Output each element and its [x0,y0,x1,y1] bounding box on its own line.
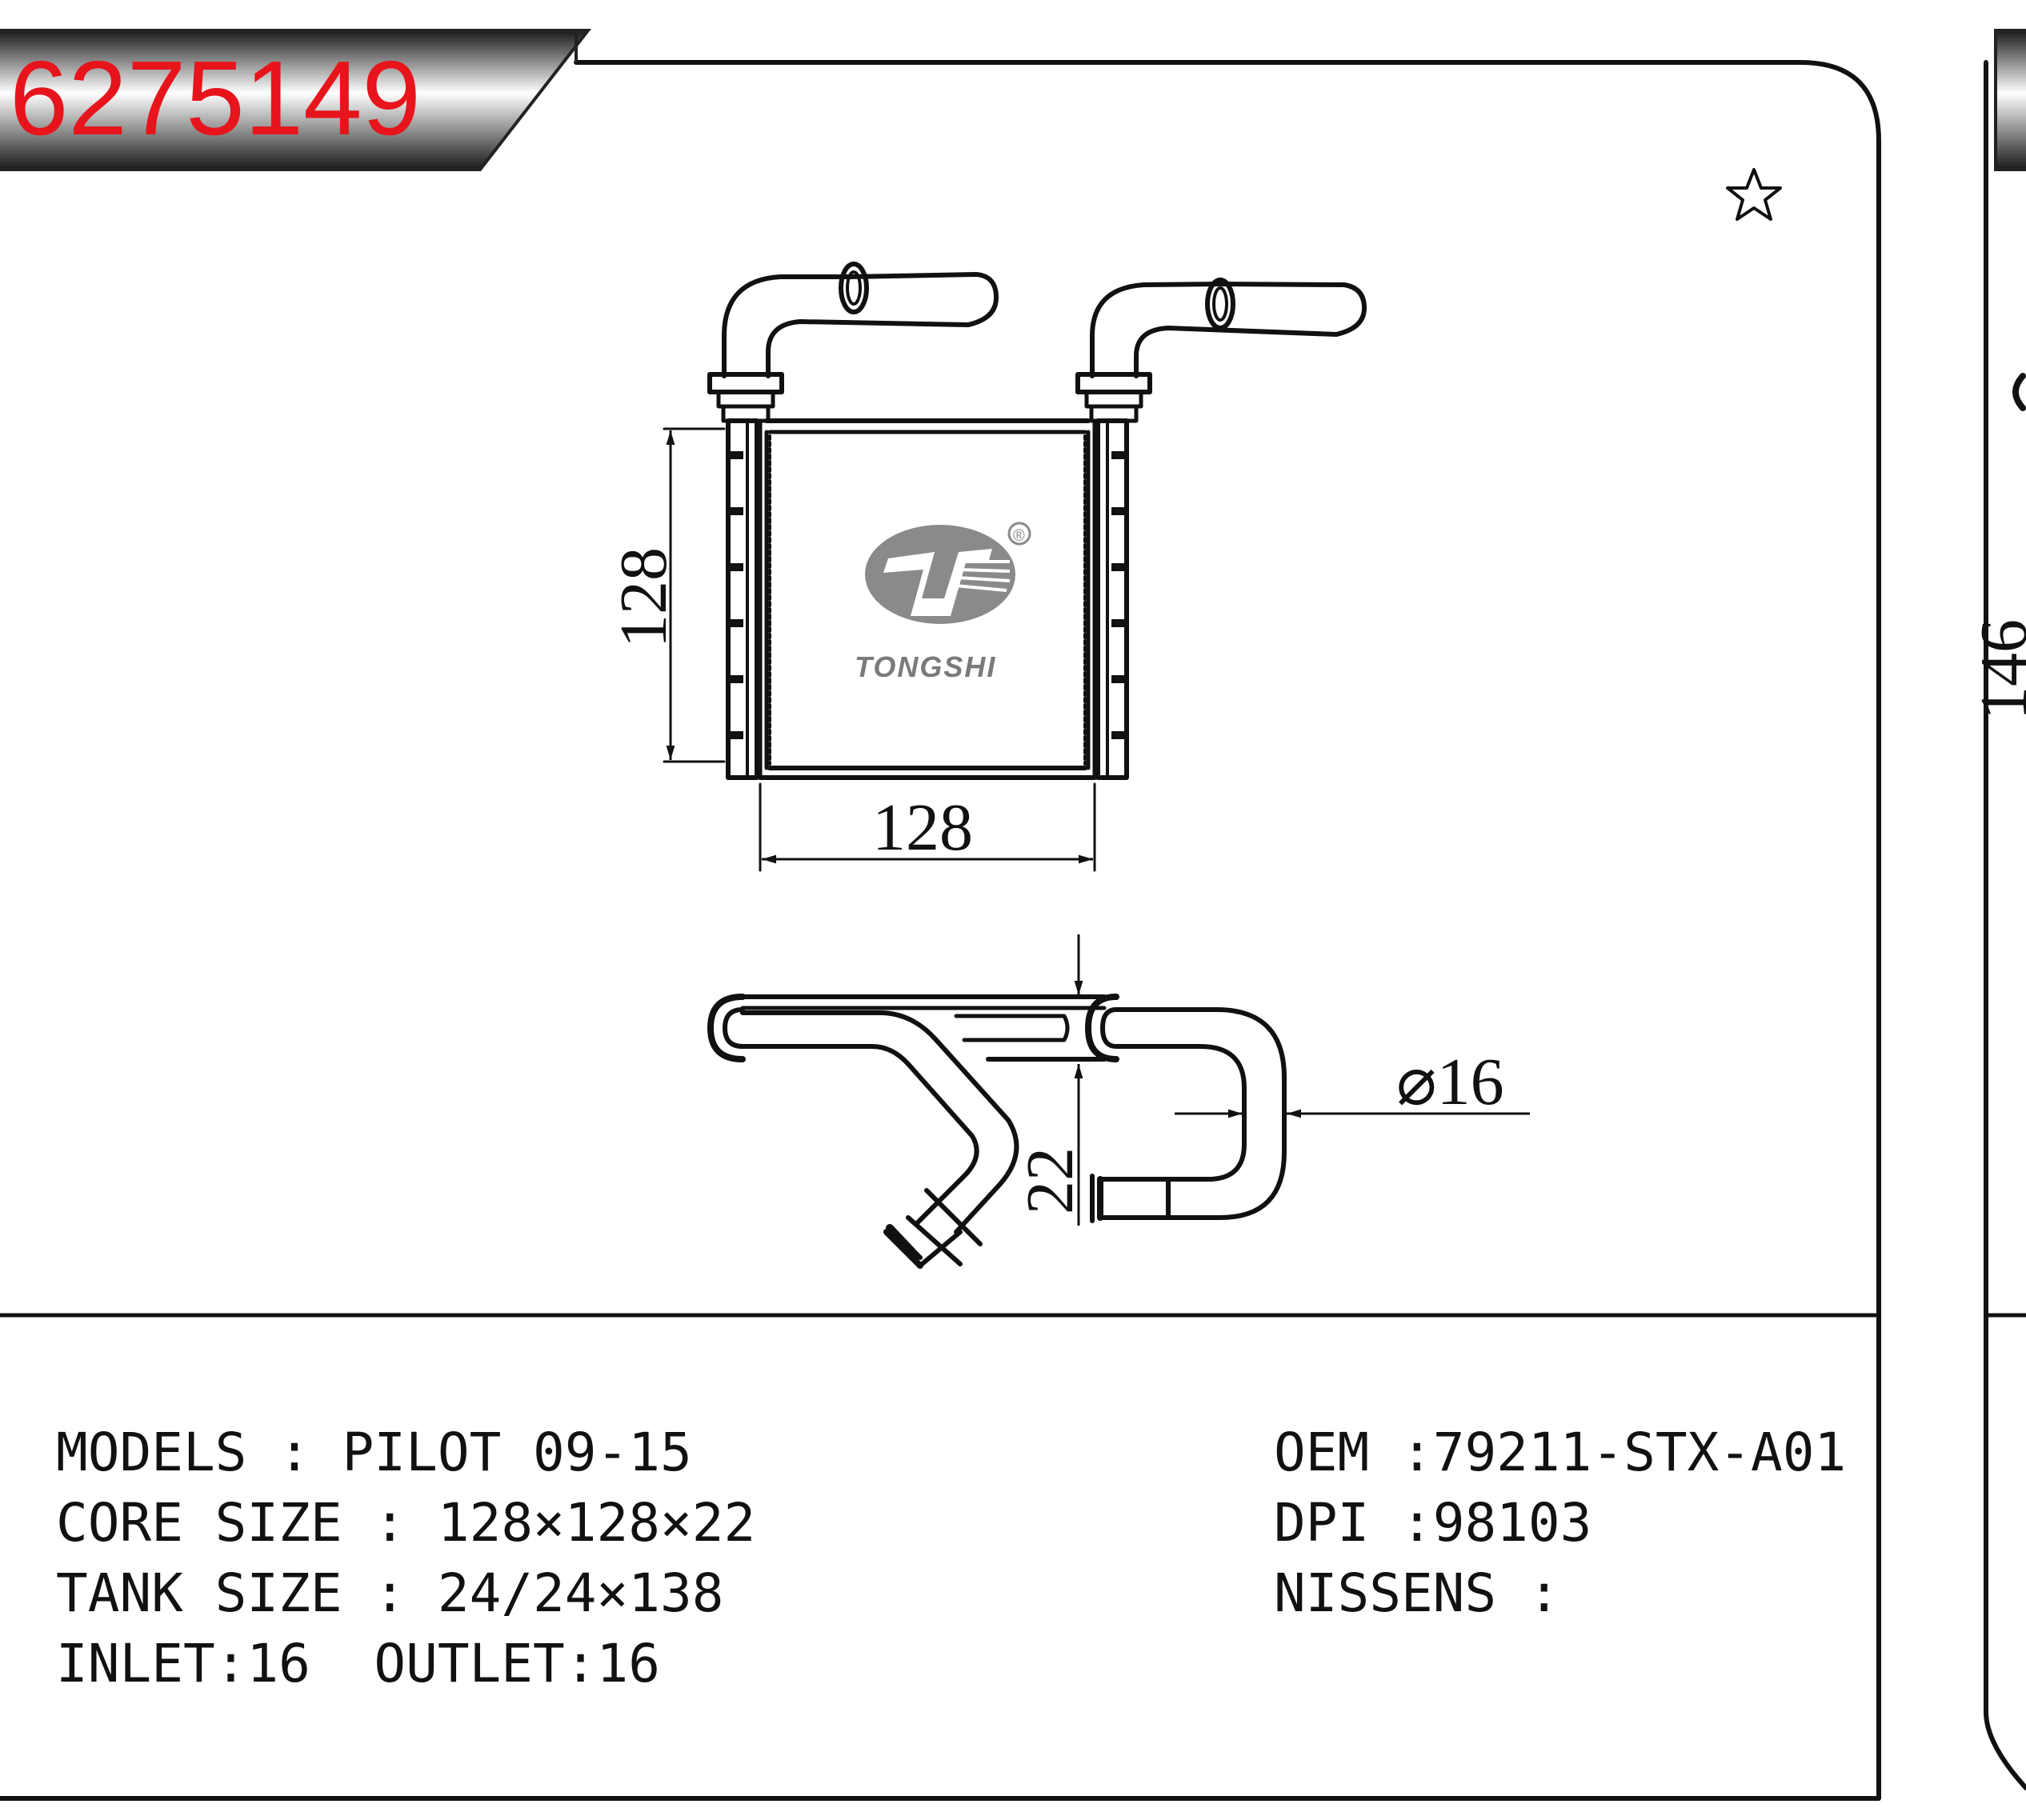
spec-row-inlet-outlet: INLET:16 OUTLET:16 [56,1633,660,1694]
spec-row-dpi: DPI :98103 [1274,1492,1592,1554]
registered-mark: ® [1013,527,1025,545]
brand-name: TONGSHI [855,650,996,683]
adjacent-sheet: 146 [1967,29,2026,1790]
core-height-label: 128 [607,547,681,648]
spec-row-nissens: NISSENS : [1274,1562,1560,1624]
star-outline-icon[interactable] [1726,168,1782,221]
inlet-pipe-left [707,262,999,423]
part-number-banner: 6275149 [0,29,592,171]
tank-left [726,418,770,780]
right-view-dimension: 146 [1967,619,2026,720]
heater-core-front-view: ® TONGSHI 128 128 [607,262,1367,872]
spec-row-models: MODELS : PILOT 09-15 [56,1422,692,1483]
core-width-label: 128 [872,790,973,865]
spec-row-core-size: CORE SIZE : 128×128×22 [56,1492,755,1554]
part-number: 6275149 [10,39,421,157]
dimension-width: 128 [759,782,1096,872]
tongshi-logo: ® TONGSHI [855,522,1031,683]
pipe-diameter-label: ⌀16 [1396,1045,1504,1119]
dimension-height: 128 [607,427,726,763]
tank-right [1092,418,1129,780]
inlet-pipe-right [1075,278,1367,423]
heater-core [758,418,1097,780]
registered-mark-icon [1007,522,1031,546]
specs-left: MODELS : PILOT 09-15 CORE SIZE : 128×128… [56,1422,755,1694]
core-thickness-label: 22 [1013,1147,1087,1214]
heater-core-top-view: 22 ⌀16 [707,934,1530,1269]
spec-row-tank-size: TANK SIZE : 24/24×138 [56,1562,723,1624]
dimension-diameter: ⌀16 [1175,1045,1530,1119]
specs-right: OEM :79211-STX-A01 DPI :98103 NISSENS : [1274,1422,1846,1624]
spec-row-oem: OEM :79211-STX-A01 [1274,1422,1846,1483]
dimension-thickness: 22 [1013,934,1087,1226]
drawing-frame [0,60,1881,1801]
